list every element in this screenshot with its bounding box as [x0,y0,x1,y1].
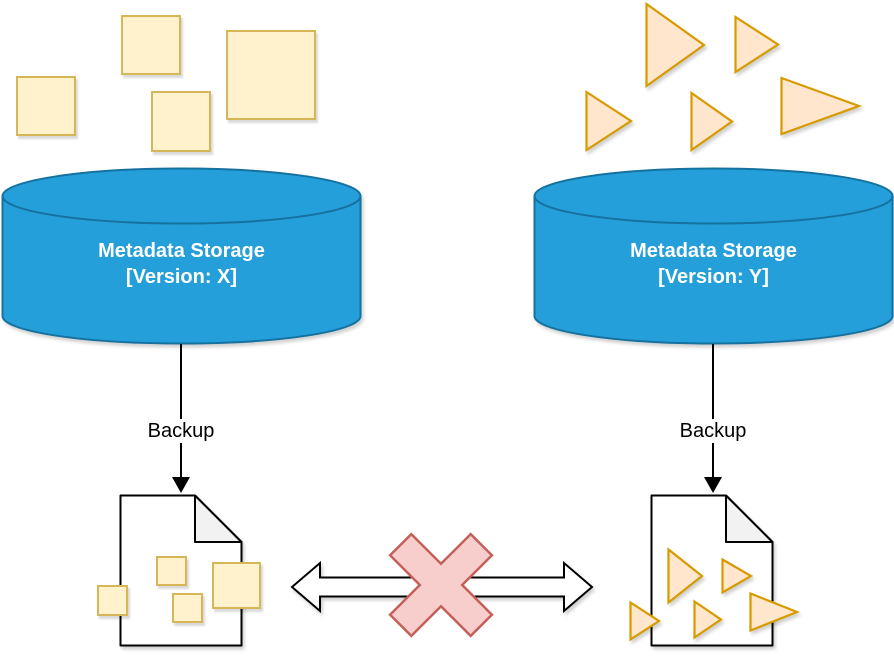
metadata-triangle-icon [645,1,706,89]
metadata-square-icon [212,562,261,609]
backup-connector-line [180,344,182,478]
metadata-triangle-icon [629,600,662,642]
metadata-storage-x-cylinder [1,167,362,345]
metadata-triangle-icon [693,599,723,640]
metadata-triangle-icon [780,76,863,136]
metadata-square-icon [226,30,316,120]
metadata-triangle-icon [734,14,781,75]
arrow-down-icon [704,477,722,493]
backup-label: Backup [116,419,246,443]
metadata-square-icon [121,15,181,75]
backup-label: Backup [648,419,778,443]
backup-connector-line [712,344,714,478]
backup-file-y-icon [650,494,774,647]
metadata-triangle-icon [749,591,800,633]
metadata-square-icon [151,91,211,152]
metadata-square-icon [172,593,203,623]
metadata-storage-y-cylinder [533,167,894,345]
metadata-triangle-icon [667,547,704,605]
file-fold-corner [194,494,243,543]
metadata-triangle-icon [721,557,754,595]
metadata-triangle-icon [585,89,634,153]
metadata-square-icon [156,556,187,586]
arrow-down-icon [172,477,190,493]
file-fold-corner [725,494,774,543]
metadata-square-icon [97,585,128,616]
metadata-square-icon [16,76,76,136]
cross-icon [388,532,494,638]
metadata-triangle-icon [690,90,734,153]
